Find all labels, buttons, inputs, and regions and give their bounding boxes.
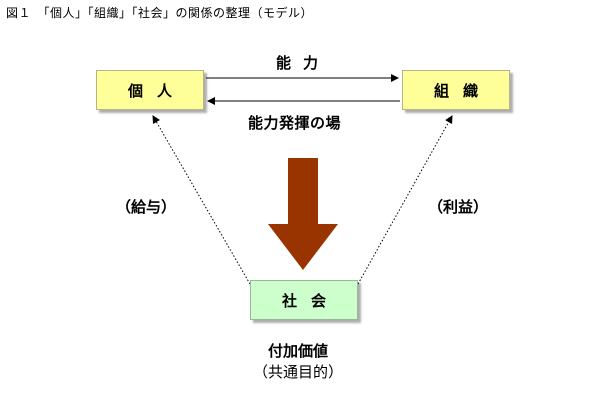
label-added-value: 付加価値 — [268, 342, 329, 360]
label-salary: （給与） — [116, 198, 177, 216]
label-ability: 能力 — [276, 54, 331, 72]
big-down-arrow — [268, 158, 338, 270]
dotted-arrow-society-to-organization — [357, 115, 453, 285]
label-ability-stage: 能力発揮の場 — [248, 114, 342, 132]
figure-title: 図１ 「個人」「組織」「社会」の関係の整理（モデル） — [6, 6, 314, 20]
node-society: 社会 — [250, 280, 358, 320]
node-individual: 個人 — [96, 70, 204, 110]
dotted-arrow-society-to-individual — [152, 115, 251, 285]
node-organization: 組織 — [402, 70, 510, 110]
label-common-purpose: （共通目的） — [253, 363, 344, 381]
label-profit: （利益） — [428, 198, 489, 216]
